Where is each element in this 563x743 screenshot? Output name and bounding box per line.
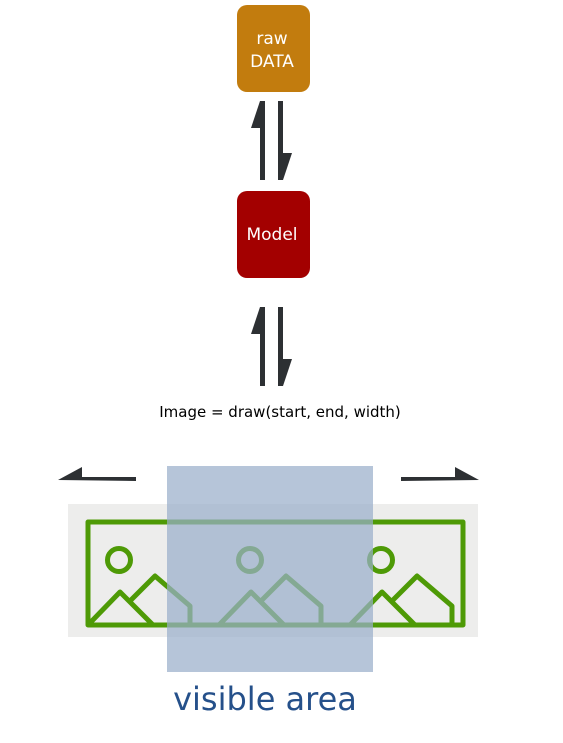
arrow-left-icon: [58, 467, 136, 481]
visible-area-label: visible area: [173, 680, 357, 718]
raw-data-line1: raw: [256, 29, 287, 49]
model-node: Model: [237, 191, 310, 278]
bidirectional-arrow-icon: [251, 101, 292, 180]
model-label: Model: [246, 225, 297, 245]
raw-data-node: raw DATA: [237, 5, 310, 92]
arrow-right-icon: [401, 467, 479, 481]
visible-area-overlay: [167, 466, 373, 672]
raw-data-line2: DATA: [250, 52, 294, 72]
draw-formula: Image = draw(start, end, width): [159, 403, 401, 421]
bidirectional-arrow-icon: [251, 307, 292, 386]
